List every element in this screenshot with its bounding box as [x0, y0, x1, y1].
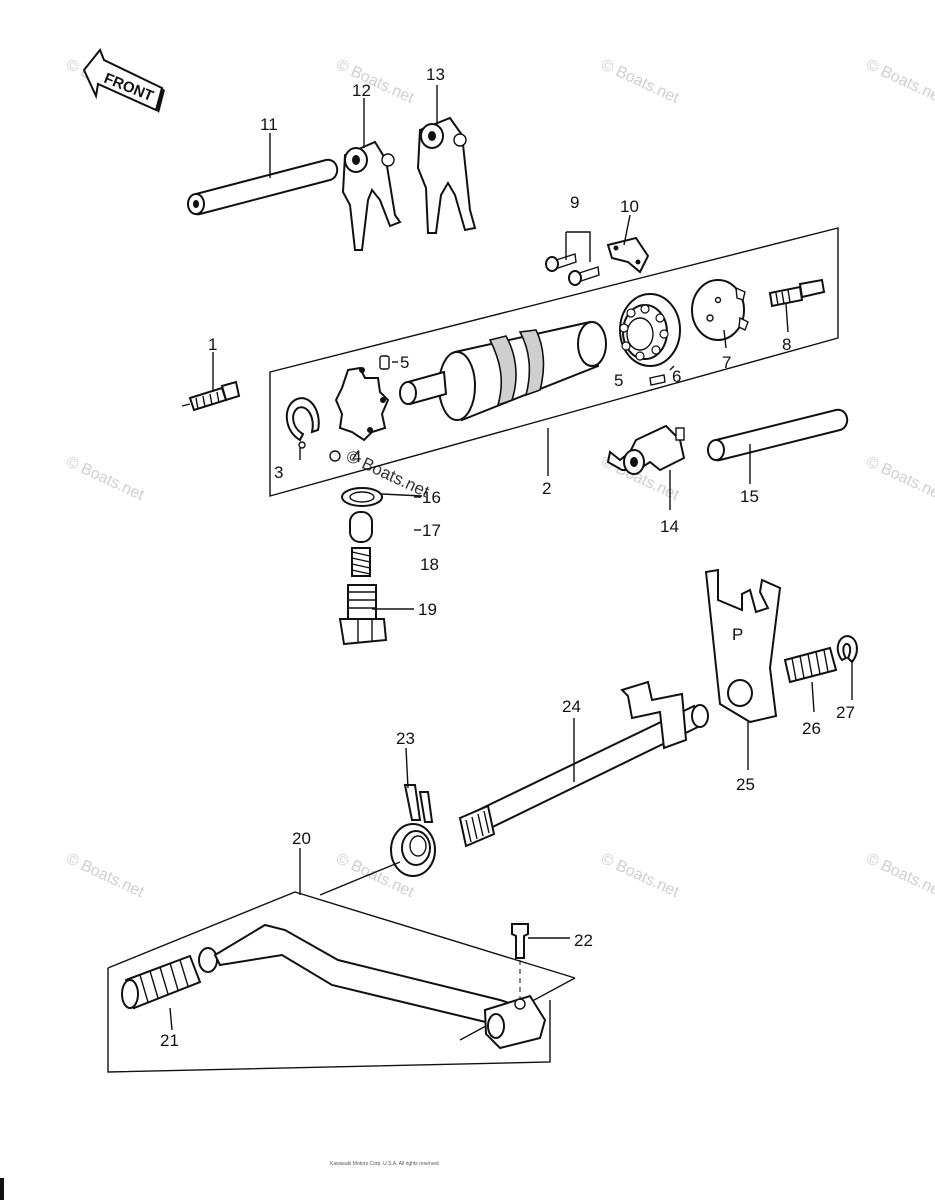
pin-5-upper	[379, 355, 390, 370]
pin-8	[768, 278, 826, 308]
watermark: © Boats.net	[598, 56, 682, 107]
watermark: © Boats.net	[63, 850, 147, 901]
part-label-18: 18	[420, 555, 439, 574]
copyright-footer: Kawasaki Motors Corp. U.S.A. All rights …	[330, 1161, 439, 1167]
part-label-6: 6	[672, 367, 681, 386]
circlip-3	[285, 397, 320, 449]
svg-text:P: P	[732, 625, 743, 644]
pedal-rubber-21	[121, 947, 218, 1010]
edge-mark	[0, 1178, 4, 1200]
star-cam-4	[334, 366, 390, 442]
washer-4	[329, 450, 341, 462]
part-label-20: 20	[292, 829, 311, 848]
shift-rod-upper	[187, 158, 339, 216]
part-label-4: 4	[352, 447, 361, 466]
part-label-5b: 5	[614, 371, 623, 390]
screws-9	[545, 253, 600, 286]
watermark-layer: © Boats.net © Boats.net © Boats.net © Bo…	[63, 56, 935, 901]
part-label-8: 8	[782, 335, 791, 354]
part-label-25: 25	[736, 775, 755, 794]
part-label-9: 9	[570, 193, 579, 212]
detent-pin-17	[349, 511, 373, 543]
shift-fork-12	[341, 140, 402, 251]
part-label-10: 10	[620, 197, 639, 216]
part-label-26: 26	[802, 719, 821, 738]
watermark: © Boats.net	[598, 850, 682, 901]
drum-assembly-outline	[269, 227, 839, 497]
part-label-14: 14	[660, 517, 679, 536]
part-label-5a: 5	[400, 353, 409, 372]
bearing-6	[619, 293, 681, 367]
cam-plate-7	[691, 279, 749, 341]
watermark: © Boats.net	[863, 56, 935, 107]
part-label-13: 13	[426, 65, 445, 84]
watermark: © Boats.net	[333, 56, 417, 107]
copyright-text: Kawasaki Motors Corp. U.S.A. All rights …	[330, 1161, 439, 1167]
shift-fork-13	[416, 116, 477, 234]
front-arrow-icon: FRONT	[82, 48, 165, 113]
shift-rod-lower	[707, 408, 849, 462]
gasket-16	[341, 487, 383, 507]
part-label-16: 16	[422, 488, 441, 507]
part-label-21: 21	[160, 1031, 179, 1050]
watermark: © Boats.net	[863, 850, 935, 901]
neutral-switch-1	[181, 380, 241, 412]
part-label-19: 19	[418, 600, 437, 619]
part-label-3: 3	[274, 463, 283, 482]
part-label-1: 1	[208, 335, 217, 354]
shift-lever-plate-25: P	[704, 568, 782, 724]
leader-lines	[169, 85, 853, 1031]
shift-fork-14	[606, 424, 686, 475]
shift-shaft-24	[458, 680, 709, 848]
part-label-23: 23	[396, 729, 415, 748]
part-label-2: 2	[542, 479, 551, 498]
spring-18	[351, 547, 371, 577]
pin-5-lower	[649, 374, 666, 386]
shift-pedal-20	[213, 923, 547, 1050]
label-dashes	[414, 496, 421, 531]
plug-bolt-19	[338, 584, 388, 646]
part-label-27: 27	[836, 703, 855, 722]
circlip-27	[836, 634, 858, 664]
watermark: © Boats.net	[63, 453, 147, 504]
part-number-labels: 1 2 3 4 5 5 6 7 8 9 10 11 12 13 14 15 16…	[160, 65, 855, 1050]
bolt-22	[511, 923, 529, 1000]
part-label-11: 11	[260, 115, 278, 134]
part-label-17: 17	[422, 521, 441, 540]
part-label-12: 12	[352, 81, 371, 100]
shift-drum-2	[399, 320, 607, 422]
watermark: © Boats.net	[863, 453, 935, 504]
part-label-22: 22	[574, 931, 593, 950]
part-label-15: 15	[740, 487, 759, 506]
plate-10	[606, 236, 650, 274]
return-spring-23	[390, 784, 436, 877]
part-label-24: 24	[562, 697, 581, 716]
spring-26	[783, 646, 838, 684]
part-label-7: 7	[722, 353, 731, 372]
